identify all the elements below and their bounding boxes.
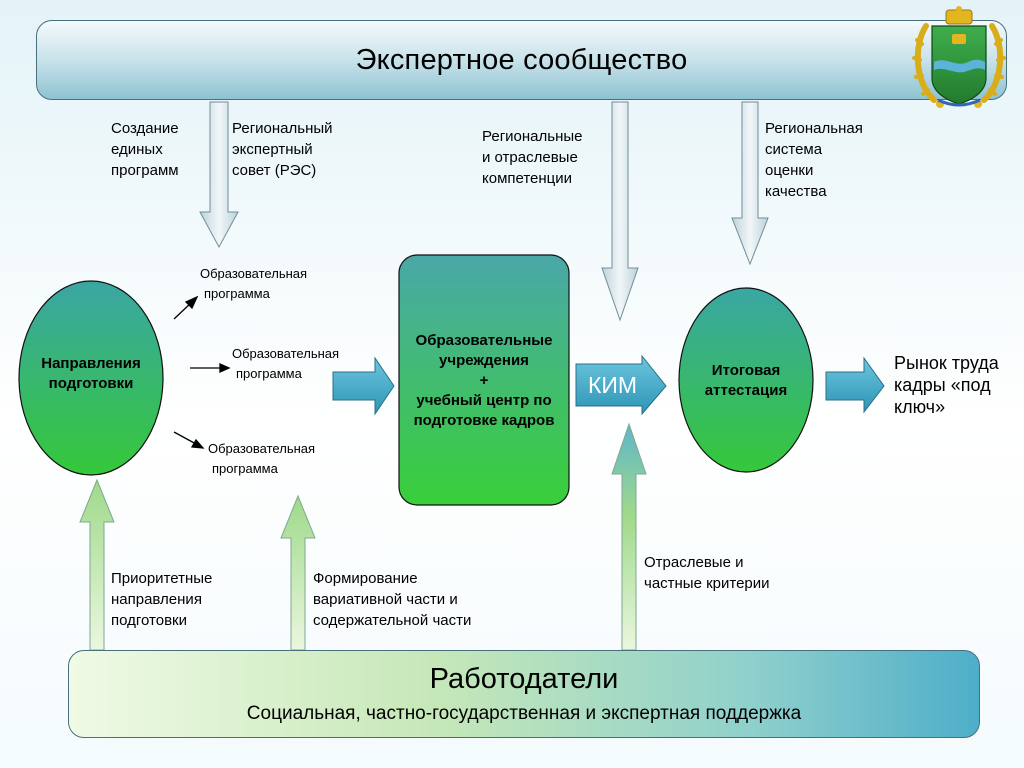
arrow-to-institutions: [332, 356, 395, 416]
arrow-down-competencies: [601, 101, 639, 322]
attestation-ellipse: [678, 287, 814, 473]
thin-arrows: [173, 295, 231, 449]
arrow-up-variative: [280, 494, 316, 651]
employers-subtitle: Социальная, частно-государственная и экс…: [246, 703, 802, 724]
priority-label: Приоритетные направления подготовки: [111, 570, 213, 629]
quality-label: Региональная система оценки качества: [765, 120, 863, 200]
institutions-label: Образовательные учреждения + учебный цен…: [413, 332, 555, 429]
attestation-label: Итоговая аттестация: [704, 362, 788, 399]
arrow-up-priority: [79, 478, 115, 651]
arrow-up-criteria: [611, 422, 647, 651]
expert-community-box: Экспертное сообщество: [36, 20, 1007, 100]
arrow-down-quality: [731, 101, 769, 266]
directions-ellipse: [18, 280, 164, 476]
arrow-down-res: [199, 101, 239, 249]
program-label-2: Образовательная программа: [232, 346, 340, 381]
institutions-box: [398, 254, 570, 506]
directions-ellipse-label: Направления подготовки: [41, 355, 141, 392]
kim-label: КИМ: [588, 372, 638, 398]
expert-community-title: Экспертное сообщество: [355, 43, 688, 76]
coat-of-arms-icon: [912, 6, 1006, 108]
program-label-3: Образовательная программа: [208, 441, 316, 476]
arrow-to-market: [825, 356, 885, 414]
criteria-label: Отраслевые и частные критерии: [644, 554, 770, 592]
kim-arrow: [575, 354, 667, 416]
employers-title: Работодатели: [429, 663, 619, 695]
program-label-1: Образовательная программа: [200, 266, 308, 301]
res-label: Региональный экспертный совет (РЭС): [232, 120, 333, 179]
create-programs-label: Создание единых программ: [111, 120, 179, 179]
variative-label: Формирование вариативной части и содержа…: [313, 570, 472, 629]
labor-market-label: Рынок труда кадры «под ключ»: [894, 353, 999, 417]
competencies-label: Региональные и отраслевые компетенции: [482, 128, 583, 187]
employers-box: Работодатели Социальная, частно-государс…: [68, 650, 980, 738]
